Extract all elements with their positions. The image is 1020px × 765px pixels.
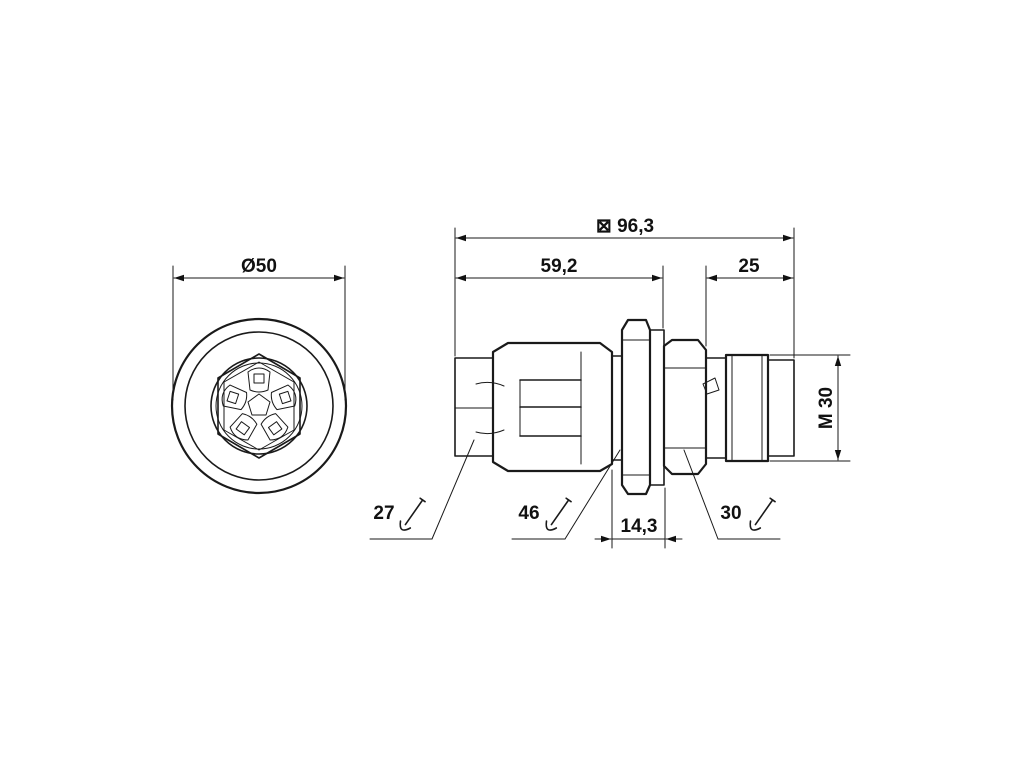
side-view: ⊠ 96,3 59,2 25 M 30 14,3 <box>454 216 851 549</box>
wrench-size-1: 27 <box>373 503 394 524</box>
thread-length-label: 25 <box>738 256 760 277</box>
panel-thickness-label: 14,3 <box>621 516 658 537</box>
contact-chambers <box>221 367 297 441</box>
overall-length-label: ⊠ 96,3 <box>596 216 654 237</box>
wrench-size-2: 46 <box>518 503 539 524</box>
wrench-callout-3: 30 <box>683 449 781 540</box>
wrench-callout-2: 46 <box>511 449 621 540</box>
wrench-size-3: 30 <box>720 503 741 524</box>
body-length-label: 59,2 <box>541 256 578 277</box>
wrench-icon <box>545 497 572 531</box>
wrench-icon <box>749 497 776 531</box>
front-view: Ø50 <box>170 256 348 495</box>
front-diameter-label: Ø50 <box>241 256 277 277</box>
wrench-icon <box>399 497 426 531</box>
wrench-callout-1: 27 <box>369 439 475 540</box>
thread-size-label: M 30 <box>816 387 837 429</box>
